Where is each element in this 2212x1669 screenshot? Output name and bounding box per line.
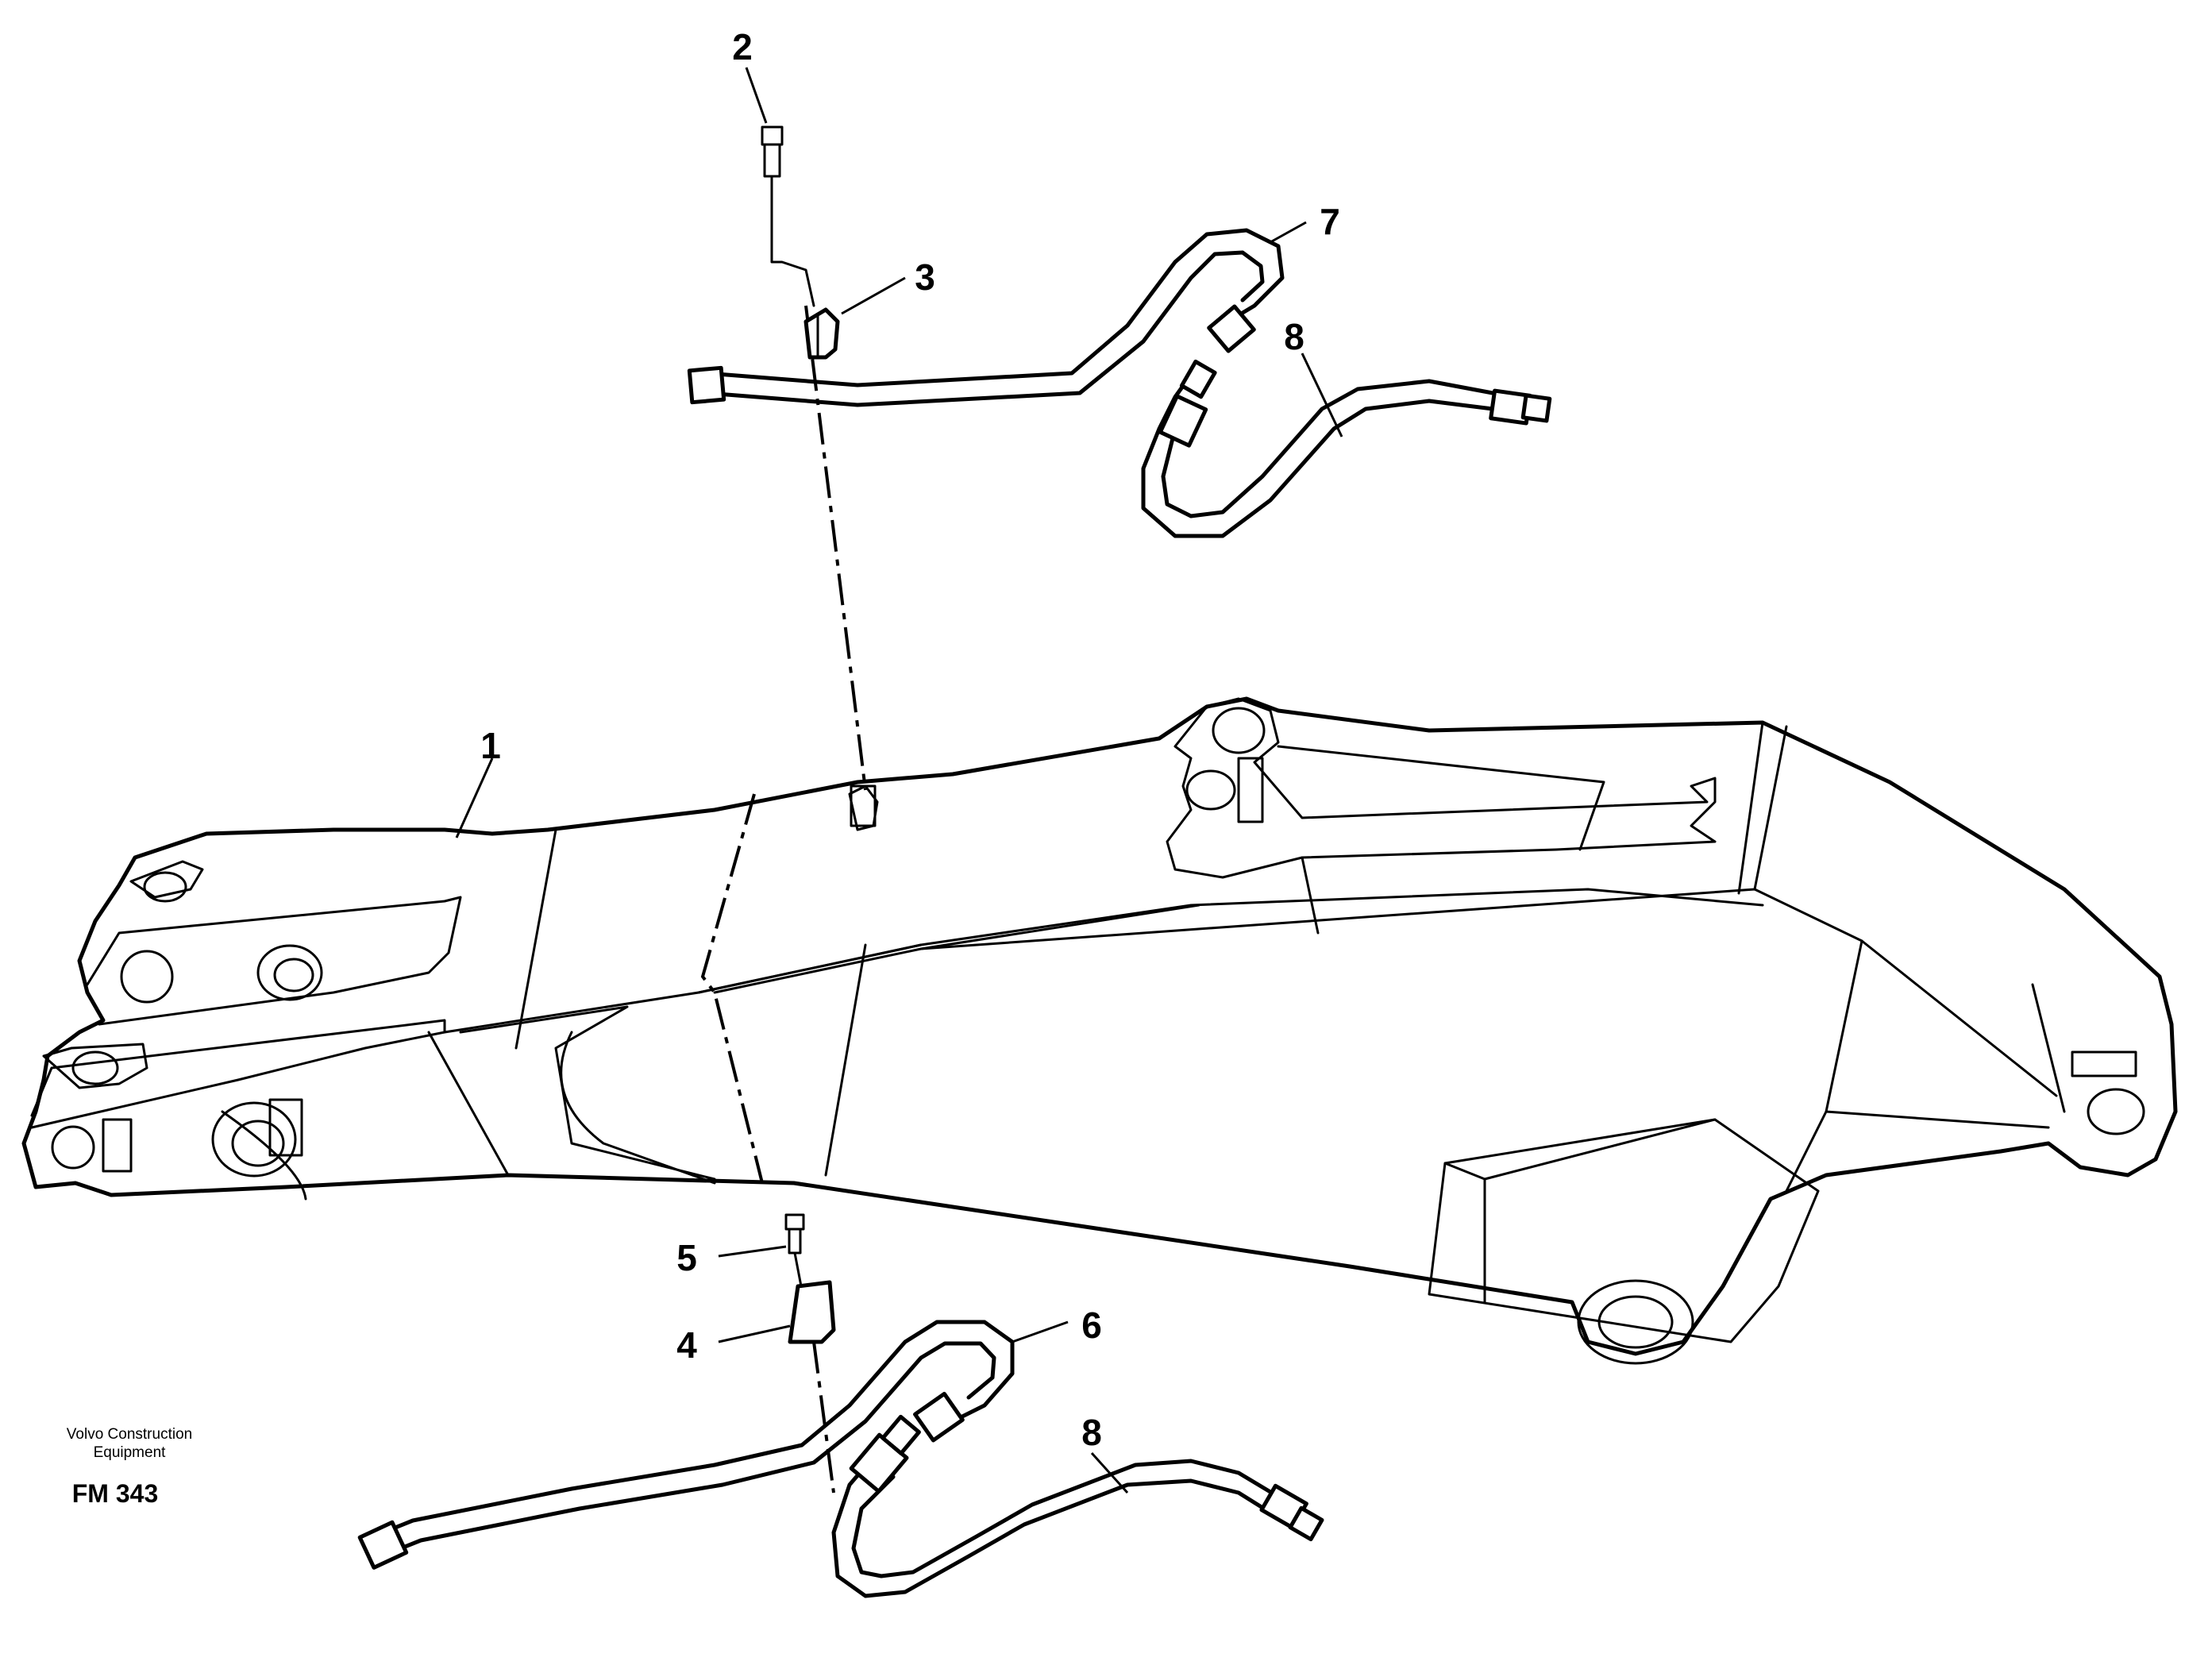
boom [21,696,2178,1365]
company-name-line1: Volvo Construction [67,1426,192,1443]
leader-3 [841,276,906,315]
callout-5: 5 [676,1237,697,1278]
callout-7: 7 [1320,201,1340,242]
leader-2 [745,67,768,124]
callout-2: 2 [732,26,753,67]
pipe-7 [687,228,1285,407]
leader-5 [718,1245,787,1258]
hose-8-lower [831,1414,1324,1598]
callout-1: 1 [480,725,501,766]
leader-6 [1012,1320,1069,1343]
hose-8-upper [1141,359,1552,538]
callouts: 1 2 3 4 5 6 7 8 8 [480,26,1340,1453]
leader-lines [455,67,1343,1494]
figure-code: FM 343 [72,1479,158,1508]
plate-4 [788,1280,836,1494]
callout-4: 4 [676,1324,697,1366]
bolt-5 [784,1213,805,1292]
leader-8b [1090,1451,1129,1494]
company-name-line2: Equipment [94,1444,167,1461]
callout-8-lower: 8 [1081,1412,1102,1453]
clamp-3 [803,307,879,831]
bolt-2 [761,125,867,791]
leader-8a [1301,353,1343,437]
leader-1 [455,757,494,838]
leader-4 [718,1324,791,1343]
leader-7 [1270,221,1307,244]
callout-6: 6 [1081,1305,1102,1346]
pipe-6 [357,1320,1015,1570]
callout-3: 3 [915,256,935,298]
caption-block: Volvo Construction Equipment FM 343 [67,1426,192,1508]
callout-8-upper: 8 [1284,316,1304,357]
